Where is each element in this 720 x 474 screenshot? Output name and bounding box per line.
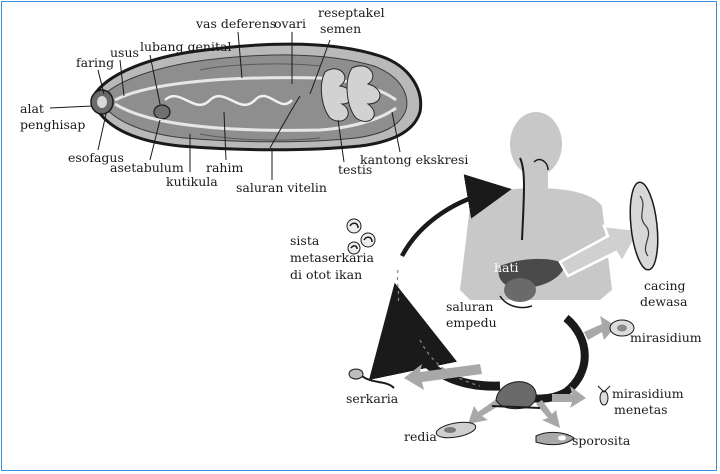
label-testis: testis [338, 162, 372, 177]
cycle-arrow-up [400, 174, 512, 258]
label-reseptakel: reseptakel [318, 5, 385, 20]
label-esofagus: esofagus [68, 150, 124, 165]
sporocyst [535, 431, 575, 446]
esophagus-line [519, 157, 525, 241]
label-dewasa: dewasa [640, 294, 688, 309]
label-asetabulum: asetabulum [110, 160, 184, 175]
to-adult-arrow [558, 224, 643, 278]
label-rahim: rahim [206, 160, 243, 175]
label-faring: faring [76, 55, 114, 70]
testis [320, 65, 381, 122]
label-mirasidium: mirasidium [630, 330, 702, 345]
liver-organ [498, 258, 566, 309]
uterus [164, 94, 293, 107]
label-redia: redia [404, 429, 437, 444]
acetabulum [153, 104, 171, 120]
cysts [346, 218, 376, 255]
label-empedu: empedu [446, 315, 497, 330]
label-saluran-vitelin: saluran vitelin [236, 180, 327, 195]
label-di-otot-ikan: di otot ikan [290, 267, 362, 282]
label-sporosita: sporosita [572, 433, 631, 448]
label-saluran: saluran [446, 299, 493, 314]
label-mirasidium-2: mirasidium [612, 386, 684, 401]
label-sista: sista [290, 233, 320, 248]
miracidium [609, 319, 635, 337]
label-cacing: cacing [644, 278, 686, 293]
hatched-miracidium [597, 385, 611, 406]
label-alat: alat [20, 101, 44, 116]
label-vas-deferens: vas deferens [195, 16, 276, 31]
label-menetas: menetas [614, 402, 668, 417]
label-metaserkaria: metaserkaria [290, 250, 375, 265]
worm-body [90, 42, 423, 152]
snail [491, 381, 541, 410]
cercaria [348, 368, 395, 389]
dotted-path [511, 311, 568, 394]
label-kutikula: kutikula [166, 174, 218, 189]
label-semen: semen [320, 21, 361, 36]
adult-worm [629, 181, 659, 271]
worm-leader-lines [49, 31, 401, 180]
stage-arrows [404, 316, 616, 428]
label-lubang-genital: lubang genital [140, 39, 231, 54]
label-usus: usus [110, 45, 139, 60]
label-hati: hati [494, 260, 519, 275]
label-ovari: ovari [274, 16, 306, 31]
redia [435, 421, 477, 439]
label-serkaria: serkaria [346, 391, 399, 406]
label-kantong-ekskresi: kantong ekskresi [360, 152, 468, 167]
label-penghisap: penghisap [20, 117, 85, 132]
